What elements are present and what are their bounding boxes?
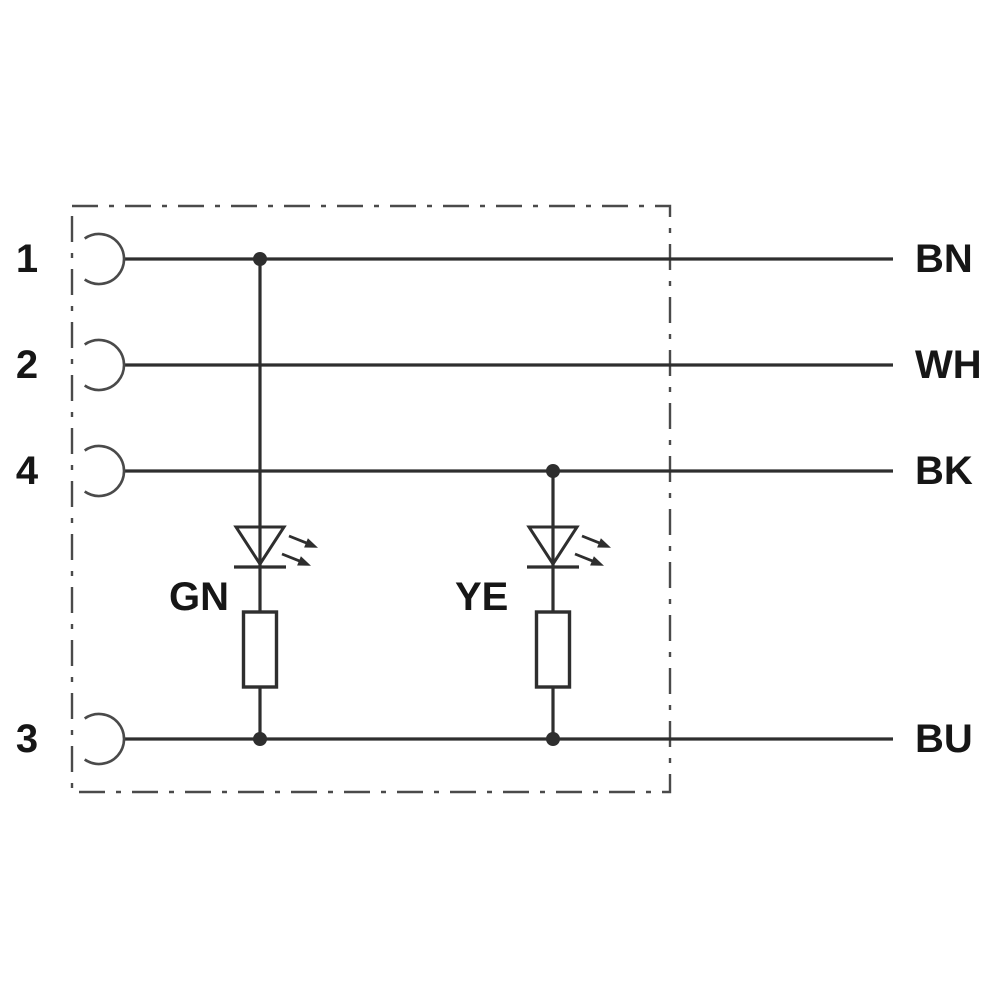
pin-contact-1-icon — [83, 232, 126, 286]
resistor-ye-icon — [534, 610, 572, 689]
junction-dot-pin1-branch — [253, 252, 267, 266]
led-label-ye: YE — [455, 575, 509, 619]
led-gn-icon — [233, 525, 318, 569]
junction-dot-pin4-branch — [546, 464, 560, 478]
pin-number-4: 4 — [15, 449, 39, 493]
pin-number-1: 1 — [15, 237, 39, 281]
wire-color-label-wh: WH — [915, 343, 982, 387]
led-ye-emission-arrow-2 — [574, 552, 604, 566]
wire-color-label-bn: BN — [915, 237, 973, 281]
led-ye-emission-arrow-1 — [581, 534, 611, 548]
junction-dot-pin3-ye — [546, 732, 560, 746]
led-gn-triangle — [233, 525, 287, 567]
pin-number-3: 3 — [15, 717, 39, 761]
pin-contact-3-icon — [83, 712, 126, 766]
wire-color-label-bu: BU — [915, 717, 973, 761]
led-label-gn: GN — [169, 575, 229, 619]
resistor-gn-icon — [241, 610, 279, 689]
pin-contact-4-icon — [83, 444, 126, 498]
junction-dot-pin3-gn — [253, 732, 267, 746]
connector-outline-box — [70, 204, 672, 794]
led-gn-emission-arrow-2 — [281, 552, 311, 566]
pin-number-2: 2 — [15, 343, 39, 387]
pin-contact-2-icon — [83, 338, 126, 392]
wire-color-label-bk: BK — [915, 449, 973, 493]
led-ye-triangle — [526, 525, 580, 567]
led-gn-emission-arrow-1 — [288, 534, 318, 548]
led-ye-icon — [526, 525, 611, 569]
